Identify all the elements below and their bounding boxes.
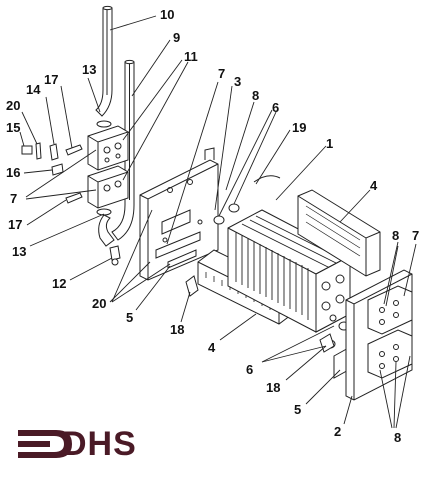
- callout-label: 3: [234, 74, 241, 89]
- left-frame-panel: [139, 147, 219, 281]
- flue-pipe-part: [95, 5, 113, 117]
- callout-label: 18: [266, 380, 280, 395]
- callout-label: 17: [8, 217, 22, 232]
- callout-label: 15: [6, 120, 20, 135]
- callout-label: 8: [392, 228, 399, 243]
- callout-label: 18: [170, 322, 184, 337]
- callout-label: 2: [334, 424, 341, 439]
- upper-right-flange: [367, 285, 413, 335]
- dhs-logo-mark: [18, 430, 72, 458]
- callout-label: 14: [26, 82, 41, 97]
- callout-label: 6: [246, 362, 253, 377]
- callout-label: 4: [208, 340, 216, 355]
- callout-label: 4: [370, 178, 378, 193]
- leader-lines: [19, 15, 417, 429]
- callout-label: 7: [412, 228, 419, 243]
- callout-label: 5: [126, 310, 133, 325]
- callout-label: 8: [252, 88, 259, 103]
- callout-label: 17: [44, 72, 58, 87]
- callout-label: 13: [12, 244, 26, 259]
- callout-label: 13: [82, 62, 96, 77]
- callout-label: 6: [272, 100, 279, 115]
- callout-label: 8: [394, 430, 401, 445]
- rear-insulation-panel: [297, 189, 381, 277]
- lower-right-flange: [367, 329, 413, 379]
- callout-label: 7: [10, 191, 17, 206]
- callout-label: 16: [6, 165, 20, 180]
- upper-connection-block: [87, 120, 129, 171]
- callout-labels: 10 9 11 13 17 14 20 15 16 7 17 13 12 20 …: [6, 7, 419, 445]
- callout-label: 10: [160, 7, 174, 22]
- callout-label: 7: [218, 66, 225, 81]
- callout-label: 5: [294, 402, 301, 417]
- callout-label: 1: [326, 136, 333, 151]
- callout-label: 20: [92, 296, 106, 311]
- clip-parts: [21, 142, 83, 204]
- lower-connection-block: [87, 165, 129, 216]
- callout-label: 11: [184, 49, 198, 64]
- callout-label: 20: [6, 98, 20, 113]
- callout-label: 19: [292, 120, 306, 135]
- company-logo-text: DHS: [62, 425, 137, 463]
- callout-label: 12: [52, 276, 66, 291]
- callout-label: 9: [173, 30, 180, 45]
